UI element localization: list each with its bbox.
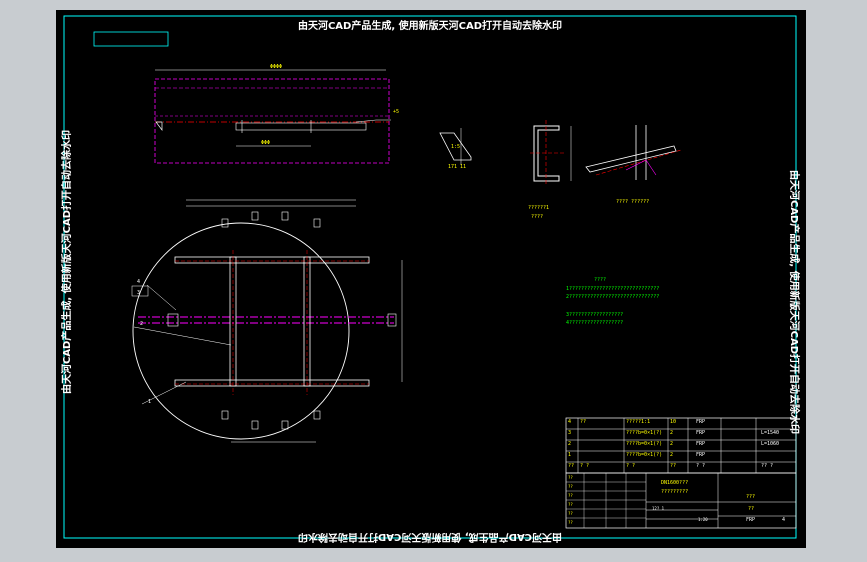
- bom-cell-no: 4: [568, 419, 572, 425]
- watermark-bottom: 由天河CAD产品生成, 使用新版天河CAD打开自动去除水印: [298, 531, 562, 544]
- top-elevation-view: ΦΦΦΦ ΦΦΦ +5: [154, 64, 399, 164]
- bom-cell-name: ?????1:1: [626, 419, 651, 425]
- watermark-top: 由天河CAD产品生成, 使用新版天河CAD打开自动去除水印: [298, 19, 562, 32]
- bom-cell-code: ??: [580, 419, 587, 425]
- top-sub-dim: ΦΦΦ: [261, 140, 270, 146]
- drawing-name: ?????????: [661, 489, 689, 495]
- leader-1: 1: [148, 399, 151, 405]
- bom-cell-mat: FRP: [696, 441, 706, 447]
- title-row-label: ??: [568, 520, 573, 525]
- detail-a-bottom: 171 11: [448, 164, 466, 170]
- weight: 12? 1: [652, 506, 665, 511]
- watermark-right: 由天河CAD产品生成, 使用新版天河CAD打开自动去除水印: [788, 170, 801, 434]
- cad-drawing: 由天河CAD产品生成, 使用新版天河CAD打开自动去除水印 由天河CAD产品生成…: [60, 15, 801, 544]
- elev-label: +5: [393, 109, 399, 115]
- leader-4: 4: [137, 279, 140, 285]
- bom-cell-no: 3: [568, 430, 572, 436]
- title-material: FRP: [746, 517, 756, 523]
- title-row-label: ??: [568, 502, 573, 507]
- bom-cell-no: ??: [568, 463, 575, 469]
- bom-cell-no: 1: [568, 452, 572, 458]
- channel-section-view: ??????1 ????: [528, 120, 572, 220]
- notes-line-1: 1??????????????????????????????: [566, 286, 659, 292]
- title-row-label: ??: [568, 484, 573, 489]
- bom-cell-mat: ? ?: [696, 463, 706, 469]
- sheet-border: [63, 15, 797, 539]
- bom-cell-code: ? ?: [580, 463, 590, 469]
- slope-detail-view: ???? ??????: [585, 125, 682, 205]
- leader-2: 2: [140, 321, 143, 327]
- bom-cell-name: ????b=0×1(?): [626, 430, 663, 436]
- section-bottom-1: ??????1: [528, 205, 549, 211]
- drawing-canvas[interactable]: 由天河CAD产品生成, 使用新版天河CAD打开自动去除水印 由天河CAD产品生成…: [56, 10, 806, 548]
- bom-cell-name: ????b=0×1(?): [626, 441, 663, 447]
- slope-bottom: ???? ??????: [616, 199, 649, 205]
- bom-cell-name: ????b=0×1(?): [626, 452, 663, 458]
- title-row-label: ??: [568, 511, 573, 516]
- detail-a-label: 1:5: [451, 144, 460, 150]
- bom-cell-remark: L=1060: [761, 441, 780, 447]
- bom-cell-remark: L=1540: [761, 430, 780, 436]
- section-bottom-2: ????: [531, 214, 543, 220]
- sheet-number: 4: [782, 517, 786, 523]
- bom-cell-qty: ??: [670, 463, 677, 469]
- top-overall-dim: ΦΦΦΦ: [270, 64, 282, 70]
- bom-cell-mat: FRP: [696, 419, 706, 425]
- bom-cell-mat: FRP: [696, 452, 706, 458]
- bom-cell-remark: ?? ?: [761, 463, 774, 469]
- notes-title: ????: [594, 277, 606, 283]
- corner-box: [93, 31, 169, 47]
- watermark-left: 由天河CAD产品生成, 使用新版天河CAD打开自动去除水印: [60, 130, 73, 394]
- company: ???: [746, 494, 756, 500]
- leader-3: 3: [137, 290, 140, 296]
- bom-cell-qty: 2: [670, 441, 674, 447]
- bom-cell-name: ? ?: [626, 463, 636, 469]
- bom-cell-qty: 2: [670, 452, 674, 458]
- notes-line-3: 3??????????????????: [566, 312, 623, 318]
- title-row-label: ??: [568, 475, 573, 480]
- notes-line-4: 4??????????????????: [566, 320, 623, 326]
- scale-label: ??: [748, 506, 755, 512]
- detail-a-view: 1:5 171 11: [439, 128, 472, 170]
- drawing-no: DN1600???: [661, 480, 689, 486]
- bom-cell-qty: 2: [670, 430, 674, 436]
- title-row-label: ??: [568, 493, 573, 498]
- bom-cell-no: 2: [568, 441, 572, 447]
- bom-cell-qty: 10: [670, 419, 677, 425]
- bom-cell-mat: FRP: [696, 430, 706, 436]
- plan-view: 4 3 2 1: [131, 199, 403, 443]
- notes-line-2: 2??????????????????????????????: [566, 294, 659, 300]
- tech-notes: ???? 1?????????????????????????????? 2??…: [566, 277, 659, 326]
- title-block: [565, 472, 797, 529]
- ratio: 1:20: [698, 517, 708, 522]
